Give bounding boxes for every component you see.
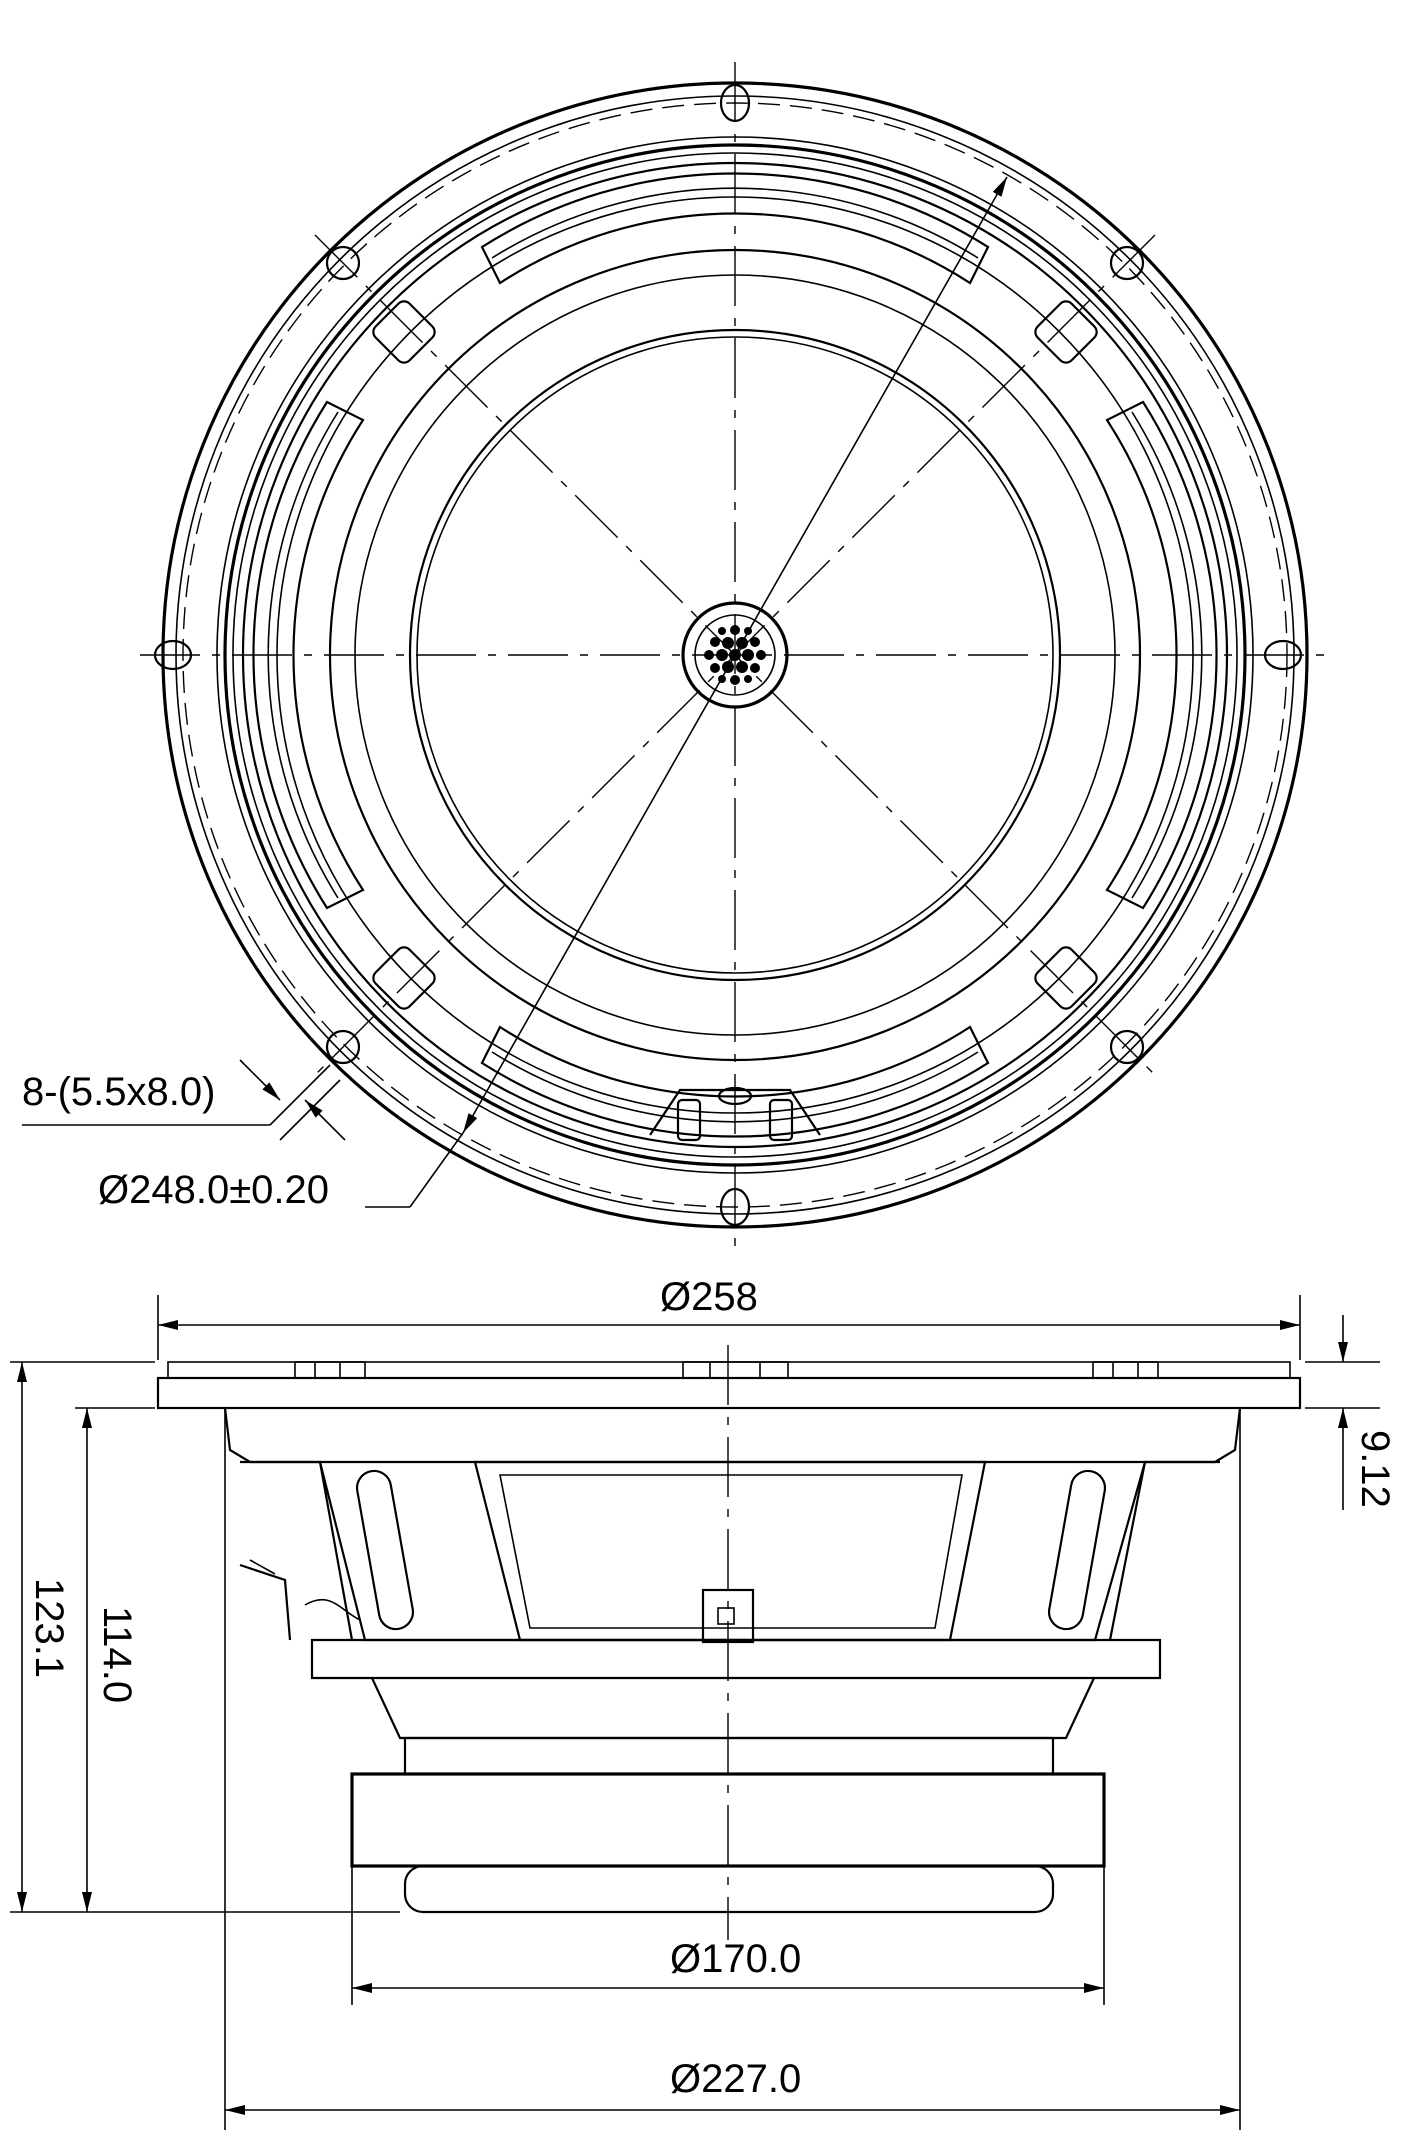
mount-holes-label: 8-(5.5x8.0) [22,1070,215,1114]
basket-tabs [372,300,1098,1010]
flange-thickness-label: 9.12 [1353,1430,1397,1508]
flange [156,1376,1302,1410]
front-view [22,62,1330,1248]
overall-depth-label: 123.1 [27,1578,71,1678]
top-plate [403,1736,1055,1776]
cutout-diameter-label: Ø227.0 [670,2057,801,2101]
side-dimensions [10,1295,1380,2130]
back-plate [403,1864,1055,1914]
mounting-depth-label: 114.0 [95,1606,139,1703]
magnet-diameter-label: Ø170.0 [670,1937,801,1981]
outer-diameter-label: Ø258 [660,1275,758,1319]
side-view [156,1345,1302,1940]
bolt-circle-label: Ø248.0±0.20 [98,1168,329,1212]
